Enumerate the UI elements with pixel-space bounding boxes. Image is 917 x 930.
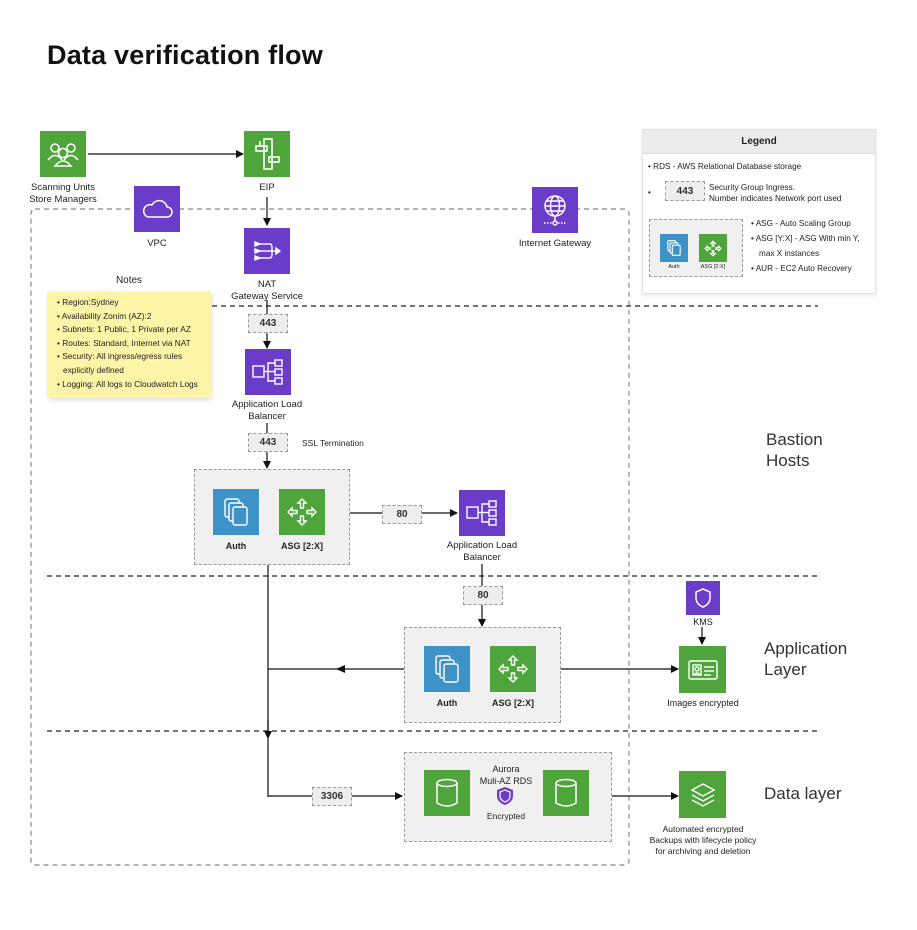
nat-gateway-icon [254, 240, 282, 262]
encrypted-label: Encrypted [486, 811, 526, 821]
legend-title: Legend [643, 130, 875, 154]
note-item: Subnets: 1 Public, 1 Private per AZ [57, 323, 211, 337]
note-item: Routes: Standard, Internet via NAT [57, 337, 211, 351]
vpc-label: VPC [147, 238, 167, 249]
load-balancer-icon [466, 500, 497, 526]
nat-node[interactable] [244, 228, 290, 274]
legend-port-text: Security Group Ingress.Number indicates … [709, 183, 842, 203]
kms-label: KMS [693, 617, 713, 627]
globe-icon [544, 195, 566, 226]
page-title: Data verification flow [47, 40, 323, 70]
alb-internal-node[interactable] [459, 490, 505, 536]
rds-replica-node[interactable] [543, 770, 589, 816]
notes-title: Notes [115, 275, 143, 286]
alb-public-node[interactable] [245, 349, 291, 395]
auth-icon [435, 655, 459, 683]
database-icon [436, 778, 458, 807]
port-badge-443: 443 [248, 433, 288, 452]
legend-asg-minmax: • ASG [Y:X] - ASG With min Y, [751, 234, 860, 243]
cloud-icon [142, 199, 173, 218]
internet-gateway-node[interactable] [532, 187, 578, 233]
legend-auth-label: Auth [668, 264, 680, 270]
bastion-asg-label: ASG [2:X] [280, 541, 323, 551]
legend-port-sample: 443 [665, 181, 705, 201]
users-node[interactable] [40, 131, 86, 177]
asg-icon [287, 498, 317, 526]
eip-node[interactable] [244, 131, 290, 177]
app-asg-node[interactable] [490, 646, 536, 692]
database-icon [555, 778, 577, 807]
legend-asg-label: ASG [2:X] [700, 264, 726, 270]
note-item: Security: All ingress/egress rules [57, 350, 211, 364]
backups-node[interactable] [679, 771, 726, 818]
eip-label: EIP [259, 182, 275, 193]
note-item: Logging: All logs to Cloudwatch Logs [57, 378, 211, 392]
legend-rds: • RDS - AWS Relational Database storage [648, 162, 802, 171]
notes-panel: Region:Sydney Availability Zonim (AZ):2 … [47, 291, 211, 398]
port-badge-80: 80 [463, 586, 503, 605]
note-item: Availability Zonim (AZ):2 [57, 310, 211, 324]
rds-primary-node[interactable] [424, 770, 470, 816]
note-item: Region:Sydney [57, 296, 211, 310]
images-label: Images encrypted [667, 698, 739, 708]
shield-icon [695, 588, 711, 608]
app-auth-label: Auth [436, 698, 458, 708]
layers-icon [690, 782, 715, 807]
eip-icon [255, 138, 280, 170]
legend-asg-def: • ASG - Auto Scaling Group [751, 219, 851, 228]
bastion-auth-label: Auth [225, 541, 247, 551]
port-badge-3306: 3306 [312, 787, 352, 806]
asg-icon [498, 655, 528, 683]
port-badge-443: 443 [248, 314, 288, 333]
asg-icon [704, 239, 722, 257]
legend-auth-sample [660, 234, 688, 262]
legend-panel: Legend • RDS - AWS Relational Database s… [642, 129, 876, 294]
id-card-icon [687, 659, 718, 680]
app-auth-node[interactable] [424, 646, 470, 692]
legend-asg-sample [699, 234, 727, 262]
images-node[interactable] [679, 646, 726, 693]
legend-aur: • AUR - EC2 Auto Recovery [751, 264, 852, 273]
app-asg-label: ASG [2:X] [491, 698, 534, 708]
bastion-auth-node[interactable] [213, 489, 259, 535]
load-balancer-icon [252, 359, 283, 385]
ssl-termination-label: SSL Termination [302, 438, 364, 448]
auth-icon [667, 240, 681, 256]
encryption-shield-icon [495, 786, 515, 811]
users-icon [47, 143, 79, 167]
legend-asg-minmax-cont: max X instances [759, 249, 820, 258]
bastion-asg-node[interactable] [279, 489, 325, 535]
auth-icon [224, 498, 248, 526]
note-item-continuation: explicitly defined [63, 364, 124, 375]
internet-gateway-label: Internet Gateway [518, 238, 592, 249]
kms-node[interactable] [686, 581, 720, 615]
vpc-node[interactable] [134, 186, 180, 232]
port-badge-80: 80 [382, 505, 422, 524]
layer-label-data: Data layer [764, 784, 842, 803]
vpc-boundary [30, 208, 630, 866]
